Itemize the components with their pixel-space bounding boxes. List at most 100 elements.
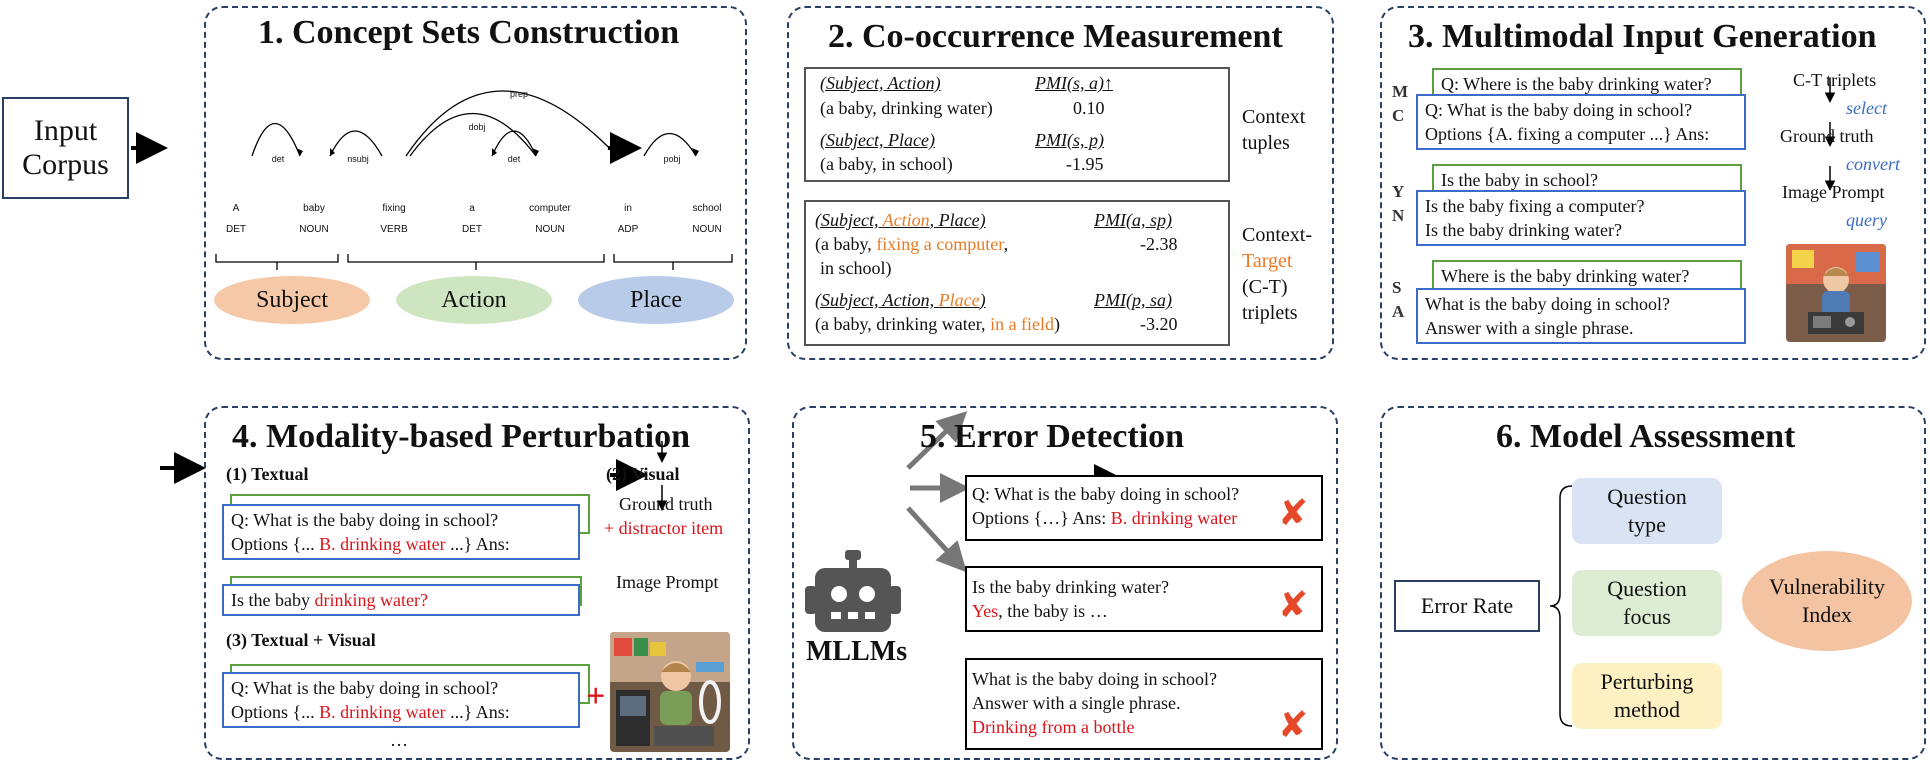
robot-icon: [805, 550, 901, 632]
mllms-label: MLLMs: [806, 636, 908, 667]
panel3-title: 3. Multimodal Input Generation: [1408, 18, 1877, 55]
response-sa-line2: Answer with a single phrase.: [972, 693, 1181, 713]
token-word: fixing: [382, 203, 406, 214]
token-word: A: [232, 203, 240, 214]
flow-query: query: [1846, 210, 1887, 230]
arc-label-det-1: det: [271, 154, 285, 164]
input-corpus-line1: Input: [33, 114, 98, 147]
triplet2-head: (Subject, Action, Place): [815, 290, 986, 310]
arc-label-prep: prep: [509, 89, 529, 99]
ct-label-2: Target: [1242, 250, 1293, 272]
tuple-pmi-1: PMI(s, a)↑: [1035, 73, 1113, 93]
response-sa-line1: What is the baby doing in school?: [972, 669, 1217, 689]
textual-label: (1) Textual: [226, 464, 309, 484]
triplet1-head: (Subject, Action, Place): [815, 210, 986, 230]
arc-prep: [405, 90, 618, 157]
arc-pobj: [643, 132, 697, 157]
panel2-title: 2. Co-occurrence Measurement: [828, 18, 1283, 55]
arc-label-nsubj: nsubj: [347, 154, 369, 164]
token-word: school: [692, 203, 722, 214]
brace-action: [347, 254, 605, 270]
arc-det-2: [491, 130, 537, 157]
arc-label-dobj: dobj: [468, 122, 486, 132]
arrow-robot-r3: [906, 506, 967, 573]
more-ellipsis: …: [390, 730, 408, 750]
perturbed-baby-image: [610, 632, 730, 752]
token-pos: NOUN: [299, 224, 329, 235]
generated-baby-image: [1786, 244, 1886, 342]
tuple-val-1: 0.10: [1073, 98, 1105, 118]
panel4-title: 4. Modality-based Perturbation: [232, 418, 691, 455]
panel-concept-sets: [204, 6, 747, 360]
response-yn-line1: Is the baby drinking water?: [972, 577, 1169, 597]
token-pos: VERB: [380, 224, 408, 235]
arc-dobj: [409, 112, 537, 157]
panel-cooccurrence: [787, 6, 1334, 360]
plus-sign: +: [586, 678, 606, 715]
triplet2-val: -3.20: [1140, 314, 1178, 334]
tuple-val-2: -1.95: [1066, 154, 1104, 174]
token-word: a: [469, 203, 475, 214]
response-sa-line3: Drinking from a bottle: [972, 717, 1135, 737]
triplet1-row2: in school): [820, 258, 892, 278]
response-yn-line2: Yes, the baby is …: [972, 601, 1108, 621]
token-pos: ADP: [617, 224, 639, 235]
error-rate-box: Error Rate: [1394, 580, 1540, 632]
brace-place: [613, 254, 733, 270]
concept-place: Place: [578, 276, 734, 324]
token-pos: NOUN: [692, 224, 722, 235]
flow-select: select: [1846, 98, 1887, 118]
mc-front-question: Q: What is the baby doing in school?Opti…: [1416, 94, 1746, 150]
assessment-brace: [1549, 485, 1573, 727]
ct-label-1: Context-: [1242, 224, 1312, 246]
panel-perturbation: [204, 406, 750, 760]
context-tuples-label-2: tuples: [1242, 132, 1290, 154]
token-pos: NOUN: [535, 224, 565, 235]
flow-convert: convert: [1846, 154, 1900, 174]
response-mc-line1: Q: What is the baby doing in school?: [972, 484, 1240, 504]
flow-ct-triplets: C-T triplets: [1793, 70, 1877, 90]
panel1-title: 1. Concept Sets Construction: [258, 14, 680, 51]
brace-subject: [215, 254, 339, 270]
token-pos: DET: [462, 224, 482, 235]
textual-visual-label: (3) Textual + Visual: [226, 630, 376, 650]
p4-ground-truth: Ground truth: [619, 494, 713, 514]
context-tuples-box: [804, 67, 1230, 182]
panel6-title: 6. Model Assessment: [1496, 418, 1796, 455]
visual-label: (2) Visual: [606, 464, 680, 484]
tuple-head-1: (Subject, Action): [820, 73, 941, 93]
panel-multimodal-input: [1380, 6, 1926, 360]
p4-image-prompt: Image Prompt: [616, 572, 719, 592]
token-word: in: [624, 203, 632, 214]
ct-label-4: triplets: [1242, 302, 1298, 324]
p4-distractor: + distractor item: [604, 518, 724, 538]
response-box-mc: [965, 475, 1323, 541]
textual-yn-question: Is the baby drinking water?: [222, 584, 580, 616]
ct-label-3: (C-T): [1242, 276, 1288, 298]
arc-label-det-2: det: [507, 154, 521, 164]
sa-front-question: What is the baby doing in school?Answer …: [1416, 288, 1746, 344]
tuple-head-2: (Subject, Place): [820, 130, 935, 150]
wrong-x-icon: ✘: [1278, 493, 1309, 534]
flow-ground-truth: Ground truth: [1780, 126, 1874, 146]
concept-subject: Subject: [214, 276, 370, 324]
panel-model-assessment: [1380, 406, 1926, 760]
input-corpus-box: Input Corpus: [2, 97, 129, 199]
tuple-row-2: (a baby, in school): [820, 154, 953, 174]
arrow-robot-r1: [906, 411, 968, 470]
context-tuples-label-1: Context: [1242, 106, 1306, 128]
tv-mc-question: Q: What is the baby doing in school? Opt…: [222, 672, 580, 728]
panel5-title: 5. Error Detection: [920, 418, 1185, 455]
response-mc-line2: Options {…} Ans: B. drinking water: [972, 508, 1238, 528]
response-box-sa: [965, 658, 1323, 750]
token-word: baby: [303, 203, 325, 214]
flow-image-prompt: Image Prompt: [1782, 182, 1885, 202]
triplet2-pmi: PMI(p, sa): [1094, 290, 1172, 310]
dependency-parse: [215, 90, 733, 270]
